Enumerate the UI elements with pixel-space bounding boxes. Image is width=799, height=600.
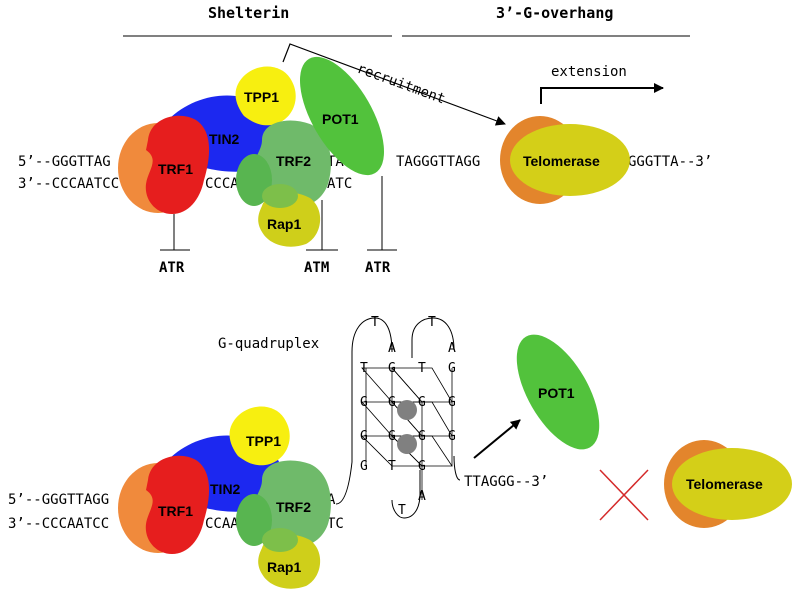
gq-col1-nuc: G	[360, 429, 368, 444]
gq-col3-nuc: T	[418, 361, 426, 376]
bottom-pot1-label: POT1	[538, 385, 575, 401]
gq-col3-nuc: G	[418, 395, 426, 410]
top-strand-5prime: 5’--GGGTTAG	[18, 154, 111, 170]
top-pot1-shape	[300, 56, 384, 176]
atr-label-2: ATR	[365, 260, 391, 276]
gq-col3-nuc: G	[418, 429, 426, 444]
gq-col4-nuc: G	[448, 395, 456, 410]
bottom-trf1-label: TRF1	[158, 503, 193, 519]
bottom-trf2-shape	[255, 460, 331, 548]
top-trf2-label: TRF2	[276, 153, 311, 169]
top-tpp1-label: TPP1	[244, 89, 279, 105]
extension-label: extension	[551, 64, 627, 80]
top-strand-3prime-end: ATC	[327, 176, 352, 192]
overhang-header: 3’-G-overhang	[496, 4, 613, 22]
gq-nuc-loop-left-top: T	[371, 315, 379, 330]
bottom-telomerase-front	[672, 448, 792, 520]
extension-arrow	[540, 83, 664, 104]
gq-backbone-loop1	[335, 317, 393, 505]
recruitment-arrow	[282, 43, 506, 126]
bottom-rap1-label: Rap1	[267, 559, 301, 575]
top-rap1-cap	[262, 184, 298, 208]
top-tin2-label: TIN2	[209, 131, 240, 147]
gq-nuc-a-left: A	[388, 341, 396, 356]
gq-col1-nuc: G	[360, 395, 368, 410]
top-trf1-shape	[145, 115, 210, 214]
top-overhang-end: GGGTTA--3’	[628, 154, 712, 170]
top-tpp1-shape	[235, 66, 296, 126]
gq-col4-nuc: G	[448, 429, 456, 444]
gq-backbone-tail	[453, 455, 461, 481]
top-telomerase-front	[510, 124, 630, 196]
gq-planes	[361, 367, 453, 500]
gq-to-pot1-arrow	[473, 419, 521, 459]
gq-ion-1	[397, 400, 417, 420]
bottom-trf2-lobe	[236, 494, 272, 546]
bottom-strand-3prime-end: TC	[327, 516, 344, 532]
bottom-tpp1-label: TPP1	[246, 433, 281, 449]
top-overhang-sequence: TAGGGTTAGG	[396, 154, 480, 170]
block-cross-line-2	[599, 469, 649, 521]
bottom-strand-5prime: 5’--GGGTTAGG	[8, 492, 109, 508]
gq-col3-nuc: G	[418, 459, 426, 474]
bottom-strand-5prime-end: A	[327, 492, 336, 508]
shelterin-header: Shelterin	[208, 4, 289, 22]
gq-nuc-bottom-t: T	[398, 503, 406, 518]
atm-label: ATM	[304, 260, 329, 276]
bottom-trf1-shape	[145, 455, 210, 554]
top-pot1-label: POT1	[322, 111, 359, 127]
top-telomerase-label: Telomerase	[523, 153, 600, 169]
gq-col2-nuc: G	[388, 361, 396, 376]
top-rap1-label: Rap1	[267, 216, 301, 232]
g-quadruplex-label: G-quadruplex	[218, 336, 319, 352]
recruitment-label: recruitment	[355, 61, 448, 108]
gq-col1-nuc: G	[360, 459, 368, 474]
gq-backbone-loop3	[391, 470, 421, 519]
gq-nuc-a-right: A	[448, 341, 456, 356]
gq-col2-nuc: G	[388, 395, 396, 410]
atr-label-1: ATR	[159, 260, 185, 276]
bottom-strand-3prime: 3’--CCCAATCC	[8, 516, 109, 532]
gq-col2-nuc: G	[388, 429, 396, 444]
gq-col4-nuc: G	[448, 361, 456, 376]
gq-col1-nuc: T	[360, 361, 368, 376]
bottom-tpp1-shape	[229, 406, 290, 466]
bottom-pot1-shape	[516, 334, 600, 450]
gq-nuc-bottom-a: A	[418, 489, 426, 504]
gq-col2-nuc: T	[388, 459, 396, 474]
bottom-trf2-label: TRF2	[276, 499, 311, 515]
gq-backbone-loop2	[411, 317, 455, 358]
top-strand-3prime: 3’--CCCAATCC	[18, 176, 119, 192]
gq-nuc-loop-right-top: T	[428, 315, 436, 330]
bottom-tin2-label: TIN2	[210, 481, 241, 497]
gq-ion-2	[397, 434, 417, 454]
bottom-telomerase-label: Telomerase	[686, 476, 763, 492]
bottom-rap1-cap	[262, 528, 298, 552]
bottom-overhang-tail: TTAGGG--3’	[464, 474, 548, 490]
top-trf1-label: TRF1	[158, 161, 193, 177]
